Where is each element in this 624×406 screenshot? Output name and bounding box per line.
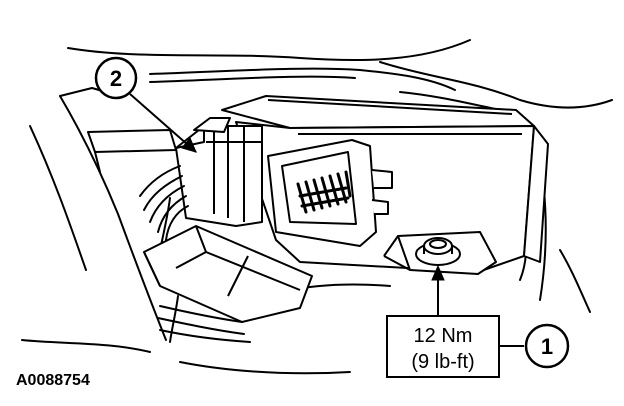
callout-2-leader-line bbox=[129, 93, 197, 153]
callout-1-number: 1 bbox=[541, 334, 553, 359]
callout-2: 2 bbox=[94, 56, 197, 153]
callout-2-circle bbox=[94, 56, 138, 100]
torque-spec-box bbox=[386, 315, 500, 378]
torque-metric: 12 Nm bbox=[414, 325, 473, 347]
callout-2-number: 2 bbox=[110, 66, 122, 91]
lower-bracket bbox=[143, 225, 313, 323]
callout-1-circle bbox=[524, 323, 570, 369]
torque-imperial: (9 lb-ft) bbox=[411, 351, 474, 373]
lower-wires bbox=[157, 295, 251, 343]
mounting-bolt bbox=[415, 237, 461, 266]
harness-connector-plug bbox=[175, 117, 263, 227]
harness-wires bbox=[139, 165, 189, 251]
callout-2-arrowhead bbox=[181, 137, 197, 153]
figure-reference-code: A0088754 bbox=[16, 372, 90, 389]
torque-arrowhead bbox=[431, 264, 445, 281]
callout-1: 12 Nm (9 lb-ft) 1 bbox=[386, 264, 570, 378]
connector-pins bbox=[296, 170, 352, 214]
